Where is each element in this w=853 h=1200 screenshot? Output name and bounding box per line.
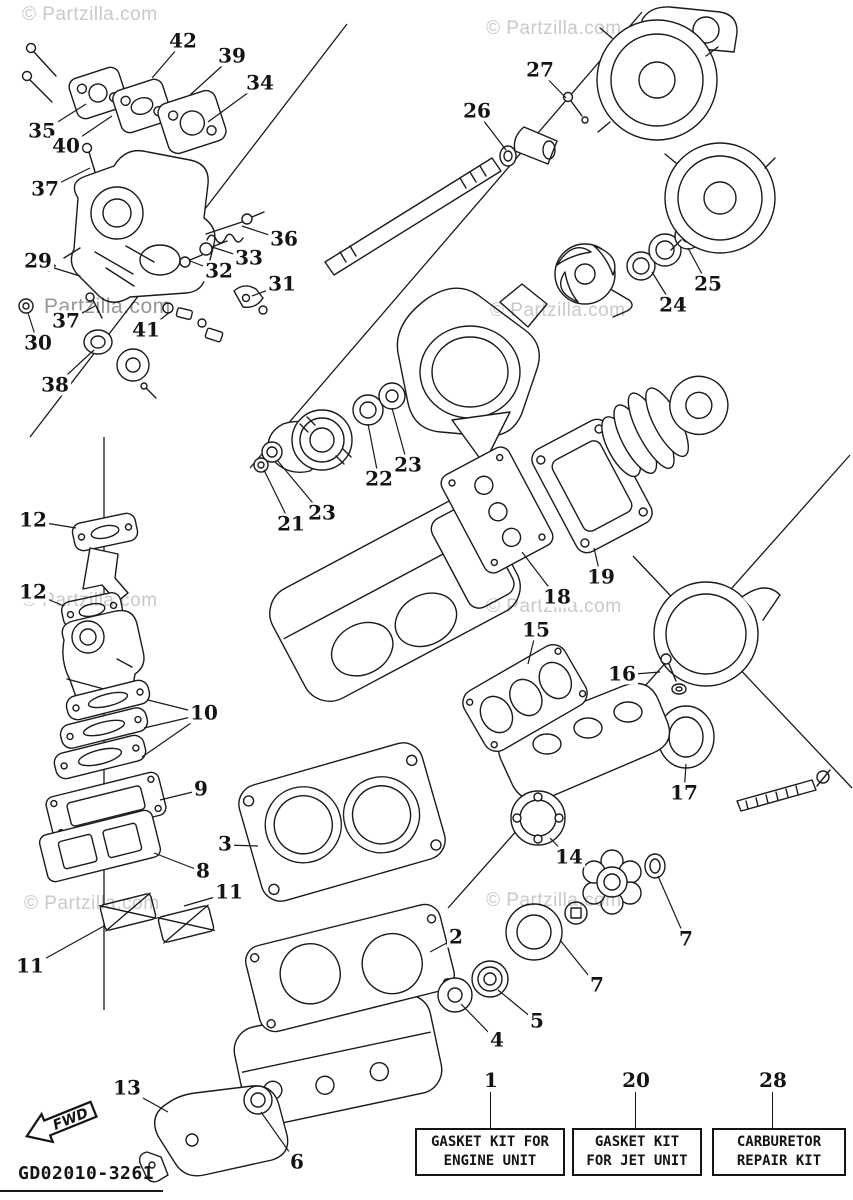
part-callout-12: 12 — [17, 507, 49, 532]
part-callout-12: 12 — [17, 579, 49, 604]
part-callout-11: 11 — [213, 879, 245, 904]
part-callout-37: 37 — [29, 176, 61, 201]
part-callout-21: 21 — [275, 511, 307, 536]
exhaust-drawing — [462, 581, 831, 812]
part-callout-38: 38 — [39, 372, 71, 397]
kit-box-line1: GASKET KIT — [594, 1134, 680, 1150]
part-callout-4: 4 — [488, 1027, 506, 1052]
kit-box-carb: CARBURETOR REPAIR KIT — [712, 1128, 846, 1176]
diagram-code: GD02010-3261 — [18, 1163, 155, 1184]
part-callout-7: 7 — [588, 972, 606, 997]
part-callout-11: 11 — [14, 953, 46, 978]
part-callout-39: 39 — [216, 43, 248, 68]
part-callout-36: 36 — [268, 226, 300, 251]
part-callout-32: 32 — [203, 258, 235, 283]
part-callout-23: 23 — [306, 500, 338, 525]
part-callout-42: 42 — [167, 28, 199, 53]
part-callout-5: 5 — [528, 1008, 546, 1033]
jet-pump-drawing — [324, 6, 776, 465]
part-callout-35: 35 — [26, 118, 58, 143]
kit-box-jet: GASKET KIT FOR JET UNIT — [572, 1128, 702, 1176]
part-callout-6: 6 — [288, 1149, 306, 1174]
part-callout-41: 41 — [130, 317, 162, 342]
kit-box-line2: REPAIR KIT — [736, 1153, 822, 1169]
part-callout-3: 3 — [216, 831, 234, 856]
part-callout-9: 9 — [192, 776, 210, 801]
part-callout-25: 25 — [692, 271, 724, 296]
carburetor-assembly-drawing — [18, 42, 268, 399]
flywheel-cover-drawing — [138, 1085, 289, 1183]
kit-number-carb: 28 — [759, 1068, 787, 1092]
kit-box-engine: GASKET KIT FOR ENGINE UNIT — [415, 1128, 565, 1176]
kit-box-line2: ENGINE UNIT — [443, 1153, 537, 1169]
kit-connector-line — [490, 1092, 491, 1128]
cylinder-crankcase-drawing — [233, 742, 509, 1126]
part-callout-24: 24 — [657, 292, 689, 317]
fwd-arrow-shape — [24, 1100, 98, 1144]
part-callout-2: 2 — [447, 924, 465, 949]
part-callout-22: 22 — [363, 466, 395, 491]
part-callout-34: 34 — [244, 70, 276, 95]
engine-midsection-drawing — [269, 375, 729, 702]
kit-number-jet: 20 — [622, 1068, 650, 1092]
intake-stack-drawing — [38, 512, 216, 944]
part-callout-17: 17 — [668, 780, 700, 805]
part-callout-29: 29 — [22, 248, 54, 273]
part-callout-14: 14 — [553, 844, 585, 869]
part-callout-18: 18 — [541, 584, 573, 609]
part-callout-15: 15 — [520, 617, 552, 642]
part-callout-13: 13 — [111, 1075, 143, 1100]
part-callout-33: 33 — [233, 245, 265, 270]
part-callout-40: 40 — [50, 133, 82, 158]
part-callout-30: 30 — [22, 330, 54, 355]
part-callout-8: 8 — [194, 858, 212, 883]
kit-box-line1: CARBURETOR — [736, 1134, 822, 1150]
kit-box-line2: FOR JET UNIT — [586, 1153, 688, 1169]
part-callout-16: 16 — [606, 661, 638, 686]
coupling-drawing — [505, 790, 666, 961]
part-callout-10: 10 — [188, 700, 220, 725]
kit-box-line1: GASKET KIT FOR — [430, 1134, 549, 1150]
part-callout-31: 31 — [266, 271, 298, 296]
part-callout-27: 27 — [524, 57, 556, 82]
kit-number-engine: 1 — [484, 1068, 498, 1092]
part-callout-23: 23 — [392, 452, 424, 477]
part-callout-7: 7 — [677, 926, 695, 951]
driveshaft-bearing-drawing — [253, 382, 406, 473]
part-callout-37: 37 — [50, 308, 82, 333]
kit-connector-line — [772, 1092, 773, 1128]
part-callout-19: 19 — [585, 564, 617, 589]
kit-connector-line — [635, 1092, 636, 1128]
part-callout-26: 26 — [461, 98, 493, 123]
